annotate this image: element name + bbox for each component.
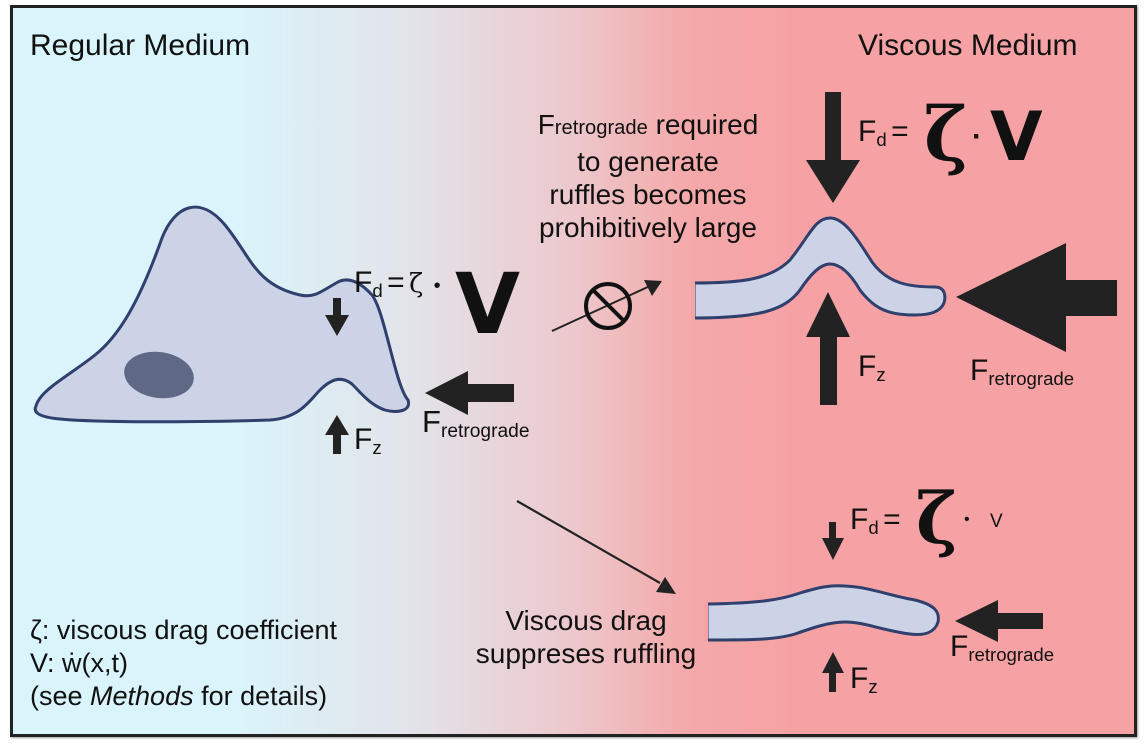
regular-drag-equation: Fd = ζ • <box>354 266 441 302</box>
low-fz-label: Fz <box>850 662 878 698</box>
connector-to-high-ruffle <box>551 280 662 332</box>
equals-sign: = <box>891 115 909 148</box>
viscous-medium-title: Viscous Medium <box>858 29 1078 62</box>
connector-to-suppressed-ruffle <box>516 500 676 594</box>
low-fz-arrow-up <box>822 652 844 692</box>
fretrograde-arrow-left <box>425 371 514 415</box>
fd-symbol: Fd <box>354 266 383 302</box>
regular-fz-label: Fz <box>354 423 382 459</box>
fd-arrow-down <box>325 298 349 336</box>
fd-symbol: Fd <box>850 503 879 539</box>
fz-arrow-up <box>325 415 349 454</box>
velocity-symbol-small: V <box>990 511 1003 532</box>
regular-fretrograde-label: Fretrograde <box>422 404 530 443</box>
cell-body <box>33 205 411 424</box>
high-fd-arrow-down <box>806 92 860 203</box>
dot-symbol: • <box>433 275 441 297</box>
velocity-symbol-large: V <box>455 255 521 353</box>
suppressed-ruffle-lamella <box>704 584 940 642</box>
low-fretrograde-arrow-left <box>955 600 1043 642</box>
zeta-symbol-large: ζ <box>916 477 958 560</box>
fd-symbol: Fd <box>858 115 887 151</box>
high-ruffle-lamella <box>691 216 947 321</box>
suppression-caption: Viscous drag suppreses ruffling <box>475 605 697 669</box>
high-fz-arrow-up <box>806 292 850 405</box>
low-fd-arrow-down <box>822 522 844 560</box>
cell-nucleus <box>124 351 194 399</box>
equals-sign: = <box>883 503 901 536</box>
dot-symbol: · <box>972 120 982 153</box>
regular-cell <box>33 205 411 424</box>
regular-medium-title: Regular Medium <box>30 29 251 62</box>
legend-methods-note: (see Methods for details) <box>30 681 328 711</box>
high-fretrograde-label: Fretrograde <box>970 354 1075 390</box>
legend-velocity: V: ẇ(x,t) <box>30 648 128 678</box>
low-fretrograde-label: Fretrograde <box>950 630 1055 666</box>
high-fz-label: Fz <box>858 350 886 386</box>
legend-zeta: ζ: viscous drag coefficient <box>30 615 338 645</box>
dot-symbol: • <box>964 511 970 528</box>
high-fretrograde-arrow-left <box>956 243 1117 352</box>
high-drag-equation: Fd = <box>858 115 909 151</box>
equals-sign: = <box>387 266 405 299</box>
symbol-legend: ζ: viscous drag coefficient V: ẇ(x,t) (s… <box>30 614 337 713</box>
zeta-symbol: ζ <box>409 269 424 299</box>
velocity-symbol-large: V <box>990 98 1043 177</box>
zeta-symbol-large: ζ <box>924 92 968 178</box>
low-drag-equation: Fd = <box>850 503 901 539</box>
high-force-caption: Fretrograde required to generate ruffles… <box>537 109 759 243</box>
prohibited-icon <box>584 282 632 330</box>
